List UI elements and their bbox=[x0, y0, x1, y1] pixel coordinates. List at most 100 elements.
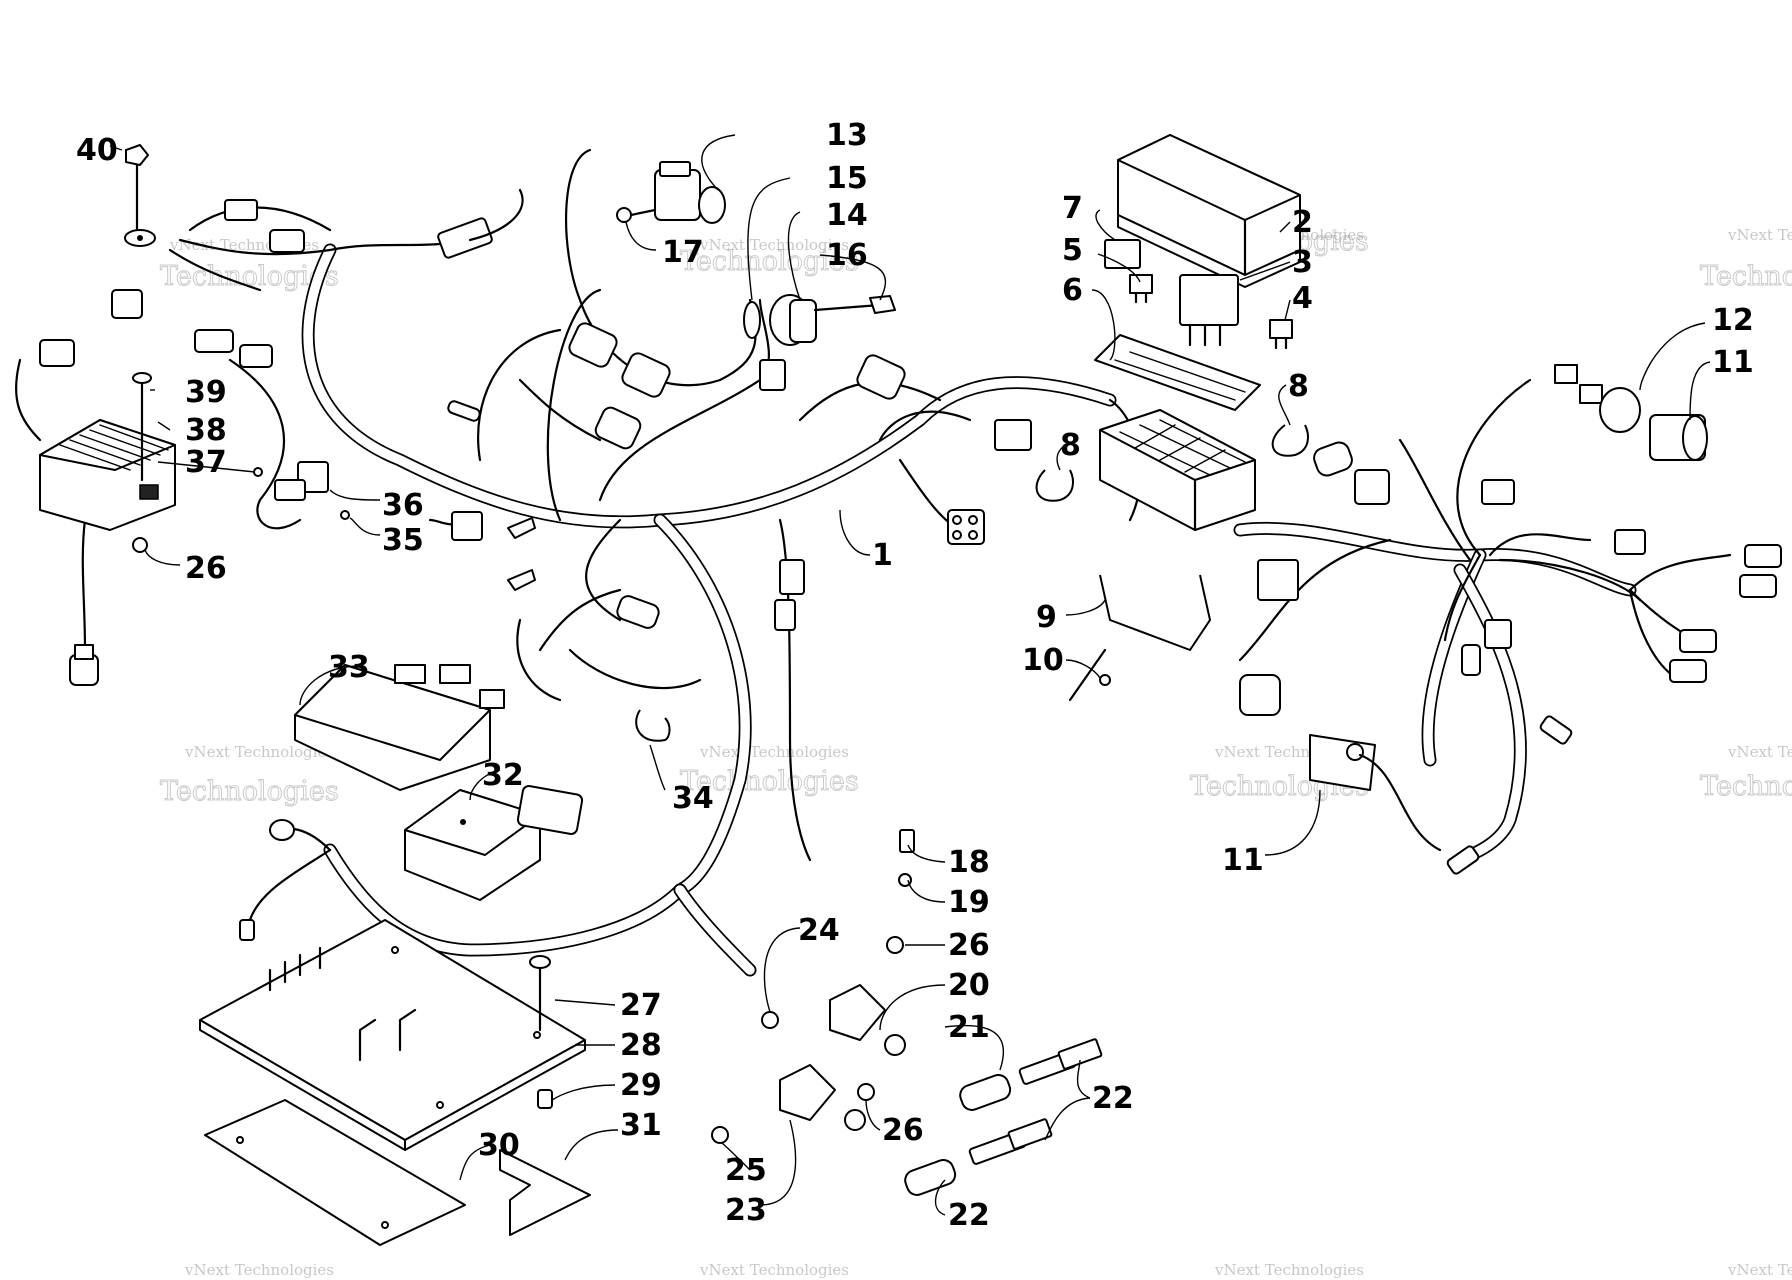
svg-text:Technologies: Technologies bbox=[1700, 771, 1792, 802]
callout-26: 26 bbox=[882, 1113, 924, 1148]
callout-22: 21 bbox=[948, 1010, 990, 1045]
callout-35: 35 bbox=[382, 523, 424, 558]
washer bbox=[886, 936, 904, 954]
wire-branch bbox=[1398, 438, 1472, 562]
callout-36: 36 bbox=[382, 488, 424, 523]
nut bbox=[132, 537, 148, 553]
callout-15: 14 bbox=[826, 198, 868, 233]
callout-27: 27 bbox=[620, 988, 662, 1023]
callout-26: 26 bbox=[948, 928, 990, 963]
mounting-plate bbox=[199, 919, 586, 1151]
callout-10: 10 bbox=[1022, 643, 1064, 678]
ground-bolt bbox=[124, 144, 156, 247]
fuse-box-cover bbox=[1117, 134, 1301, 288]
svg-text:Technologies: Technologies bbox=[680, 766, 859, 797]
callout-18: 17 bbox=[662, 235, 704, 270]
callout-20: 19 bbox=[948, 885, 990, 920]
callout-17: 16 bbox=[826, 238, 868, 273]
wire-branch bbox=[1488, 533, 1592, 557]
callout-8: 8 bbox=[1060, 428, 1081, 463]
callout-16: 15 bbox=[826, 161, 868, 196]
callout-21: 20 bbox=[948, 968, 990, 1003]
ecu-module bbox=[294, 664, 505, 791]
fuse-box-base bbox=[1099, 409, 1256, 532]
hose-clamp bbox=[1035, 469, 1074, 502]
callout-39: 39 bbox=[185, 375, 227, 410]
svg-text:vNext Technologies: vNext Technologies bbox=[184, 1261, 334, 1279]
wire-branch bbox=[1628, 553, 1732, 592]
center-connectors bbox=[447, 322, 1032, 631]
watermark: vNext Technologies Technologies bbox=[680, 236, 860, 278]
watermark: vNext Technologies Technologies bbox=[1700, 226, 1792, 293]
ground-terminal bbox=[239, 819, 295, 941]
callout-8: 8 bbox=[1288, 369, 1309, 404]
callout-23: 22 bbox=[1092, 1081, 1134, 1116]
svg-text:vNext Technologies: vNext Technologies bbox=[699, 1261, 849, 1279]
harness-connector bbox=[516, 785, 584, 835]
svg-text:vNext Technologies: vNext Technologies bbox=[1727, 743, 1792, 761]
watermark: vNext Technologies vNext Technologies vN… bbox=[184, 1261, 1792, 1279]
ignition-coil-lower bbox=[711, 1064, 957, 1196]
callout-11: 11 bbox=[1222, 843, 1264, 878]
callout-9: 9 bbox=[1036, 600, 1057, 635]
callout-34: 34 bbox=[672, 781, 714, 816]
ignition-coil-upper bbox=[761, 984, 1012, 1111]
fuse bbox=[1269, 319, 1293, 350]
callout-25: 25 bbox=[725, 1153, 767, 1188]
callout-labels: 40 13 15 14 16 17 7 5 6 2 3 4 8 8 12 11 … bbox=[76, 118, 1754, 1233]
callout-5: 5 bbox=[1062, 233, 1083, 268]
callout-14: 13 bbox=[826, 118, 868, 153]
control-module bbox=[404, 789, 541, 901]
callout-30: 30 bbox=[478, 1128, 520, 1163]
watermark: vNext Technologies Technologies bbox=[160, 743, 340, 808]
callout-2: 2 bbox=[1292, 205, 1313, 240]
plate-screw bbox=[529, 955, 551, 1032]
callout-24: 23 bbox=[725, 1193, 767, 1228]
wire-branch bbox=[1443, 553, 1482, 642]
right-connectors bbox=[1239, 364, 1782, 875]
watermark: vNext Technologies Technologies bbox=[1700, 743, 1792, 803]
callout-6: 6 bbox=[1062, 273, 1083, 308]
callout-13: 12 bbox=[1712, 303, 1754, 338]
leader-lines bbox=[109, 134, 1711, 1216]
relay bbox=[1104, 239, 1141, 269]
fuse-box-decal bbox=[1094, 334, 1261, 411]
harness-clip bbox=[635, 709, 671, 742]
screw bbox=[132, 372, 152, 482]
switch-assembly bbox=[743, 294, 896, 391]
callout-25: 24 bbox=[798, 913, 840, 948]
callout-28: 28 bbox=[620, 1028, 662, 1063]
watermark: vNext Technologies Technologies bbox=[680, 743, 860, 798]
svg-text:Technologies: Technologies bbox=[1700, 261, 1792, 292]
callout-3: 3 bbox=[1292, 245, 1313, 280]
callout-26: 26 bbox=[185, 551, 227, 586]
svg-text:vNext Technologies: vNext Technologies bbox=[699, 236, 849, 254]
callout-32: 32 bbox=[482, 758, 524, 793]
callout-1: 1 bbox=[872, 538, 893, 573]
sensor-assembly bbox=[654, 161, 726, 224]
callout-29: 29 bbox=[620, 1068, 662, 1103]
accessory-outlet bbox=[1599, 387, 1708, 461]
switch-plate bbox=[1309, 734, 1442, 852]
callout-33: 33 bbox=[328, 650, 370, 685]
relay-large bbox=[1179, 274, 1239, 347]
spark-plug bbox=[1018, 1038, 1103, 1085]
mini-fuse bbox=[1129, 274, 1153, 304]
wire-branch bbox=[1456, 378, 1532, 557]
svg-text:Technologies: Technologies bbox=[160, 776, 339, 807]
callout-31: 31 bbox=[620, 1108, 662, 1143]
sensor-screw bbox=[616, 207, 657, 223]
mounting-bracket bbox=[1068, 574, 1211, 702]
spark-plug bbox=[968, 1118, 1053, 1165]
svg-text:vNext Technologies: vNext Technologies bbox=[699, 743, 849, 761]
callout-40: 40 bbox=[76, 133, 118, 168]
callout-22: 22 bbox=[948, 1198, 990, 1233]
sensor-terminal bbox=[898, 829, 915, 887]
washer bbox=[857, 1083, 875, 1101]
plate-gasket bbox=[204, 1099, 591, 1246]
callout-4: 4 bbox=[1292, 281, 1313, 316]
svg-text:vNext Technologies: vNext Technologies bbox=[1727, 226, 1792, 244]
connector-bracket bbox=[253, 461, 350, 520]
voltage-regulator bbox=[39, 339, 176, 686]
